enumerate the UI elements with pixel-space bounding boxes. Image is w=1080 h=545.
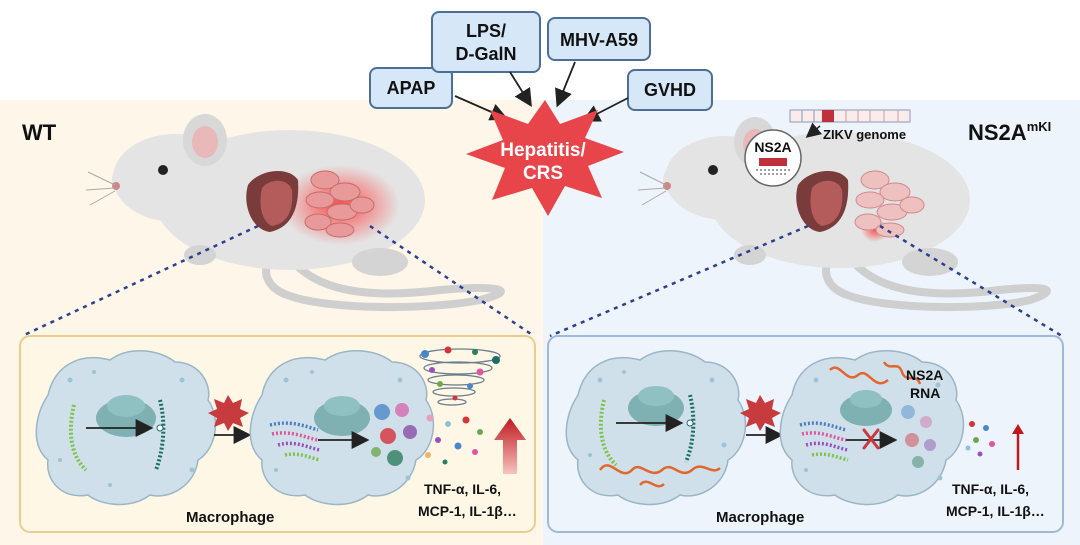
trigger-mhv-a59: MHV-A59 bbox=[547, 17, 651, 61]
trigger-gvhd-label: GVHD bbox=[644, 80, 696, 100]
burst-line1: Hepatitis/ bbox=[500, 140, 586, 161]
ns2a-rna-line1: NS2A bbox=[906, 367, 943, 383]
ns2a-protein-label: NS2A bbox=[754, 139, 791, 155]
right-cell-2 bbox=[779, 349, 965, 506]
right-macrophage-label: Macrophage bbox=[716, 509, 804, 526]
trigger-lps-dgaln: LPS/ D-GalN bbox=[431, 11, 541, 73]
zikv-genome-label: ZIKV genome bbox=[823, 127, 906, 142]
right-genotype-label: NS2AmKI bbox=[968, 119, 1051, 145]
right-cytokines-line1: TNF-α, IL-6, bbox=[952, 481, 1029, 497]
zoom-lines bbox=[21, 224, 1063, 338]
trigger-apap-label: APAP bbox=[387, 78, 436, 98]
trigger-lps-line1: LPS/ bbox=[466, 21, 506, 41]
left-cytokine-up-arrow bbox=[494, 418, 526, 474]
ns2a-protein-callout: NS2A bbox=[744, 129, 802, 187]
mouse-wt bbox=[85, 114, 505, 312]
blocked-translation-x bbox=[862, 428, 880, 450]
trigger-mhv-label: MHV-A59 bbox=[560, 30, 638, 50]
right-faded-protein-clusters bbox=[901, 405, 936, 468]
left-cytokines-line2: MCP-1, IL-1β… bbox=[418, 503, 517, 519]
left-macrophage-label: Macrophage bbox=[186, 509, 274, 526]
right-genotype-main: NS2A bbox=[968, 120, 1027, 145]
right-cytokine-up-arrow bbox=[1012, 424, 1024, 470]
left-cytokines-line1: TNF-α, IL-6, bbox=[424, 481, 501, 497]
cytokine-dots-right bbox=[965, 421, 995, 457]
trigger-gvhd: GVHD bbox=[627, 69, 713, 111]
left-cell-2 bbox=[249, 349, 435, 506]
right-cytokines-line2: MCP-1, IL-1β… bbox=[946, 503, 1045, 519]
left-cytokine-protein-clusters bbox=[371, 403, 417, 466]
right-stimulus-burst bbox=[740, 395, 781, 431]
trigger-lps-line2: D-GalN bbox=[455, 44, 516, 64]
zikv-genome-strip bbox=[789, 109, 911, 123]
left-stimulus-burst bbox=[208, 395, 249, 431]
genome-pointer-arrow bbox=[805, 122, 823, 138]
right-genotype-superscript: mKI bbox=[1027, 119, 1052, 134]
right-cell-1 bbox=[565, 349, 747, 506]
left-cell-1 bbox=[35, 349, 217, 506]
cytokine-dots-left bbox=[421, 346, 500, 465]
cytokine-storm-tornado bbox=[419, 348, 501, 406]
burst-line2: CRS bbox=[523, 163, 563, 184]
left-genotype-label: WT bbox=[22, 120, 57, 145]
hepatitis-crs-burst: Hepatitis/ CRS bbox=[466, 100, 624, 216]
trigger-apap: APAP bbox=[369, 67, 453, 109]
ns2a-rna-line2: RNA bbox=[910, 385, 940, 401]
